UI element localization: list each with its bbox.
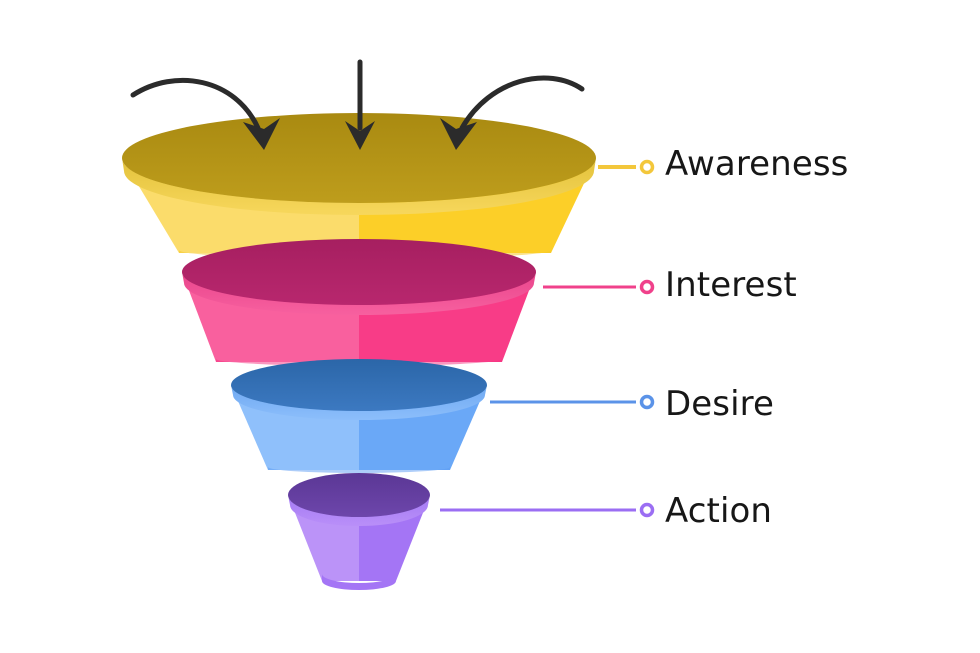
legend-dot-desire[interactable] bbox=[639, 394, 655, 410]
funnel-segment-interest[interactable] bbox=[182, 239, 536, 366]
legend-connectors bbox=[440, 165, 636, 512]
funnel-segment-action[interactable] bbox=[288, 473, 430, 590]
segment-top-surface-awareness bbox=[122, 113, 596, 203]
segment-rim-awareness bbox=[122, 158, 596, 215]
segment-rim-interest bbox=[182, 272, 536, 315]
legend-dot-action[interactable] bbox=[639, 502, 655, 518]
inflow-arrowheads bbox=[243, 118, 477, 150]
legend-label-awareness[interactable]: Awareness bbox=[665, 144, 849, 184]
arrowhead-left-icon bbox=[243, 118, 280, 150]
segment-rim-desire bbox=[231, 385, 487, 420]
legend-label-action[interactable]: Action bbox=[665, 491, 773, 531]
arrowhead-center-icon bbox=[345, 121, 375, 150]
arrow-right-curved-icon bbox=[459, 75, 585, 131]
arrow-left-curved-icon bbox=[130, 77, 261, 131]
arrowhead-right-icon bbox=[440, 118, 477, 150]
segment-bottom-action bbox=[322, 574, 396, 590]
segment-top-surface-action bbox=[288, 473, 430, 517]
legend-dots bbox=[639, 159, 655, 518]
legend-label-desire[interactable]: Desire bbox=[665, 384, 775, 424]
legend-dot-interest[interactable] bbox=[639, 279, 655, 295]
funnel-segment-awareness[interactable] bbox=[122, 113, 596, 260]
funnel-segment-desire[interactable] bbox=[231, 359, 487, 473]
segment-top-surface-interest bbox=[182, 239, 536, 305]
segment-rim-action bbox=[288, 495, 430, 526]
legend-label-interest[interactable]: Interest bbox=[665, 265, 797, 305]
inflow-arrows bbox=[130, 59, 585, 131]
segment-top-surface-desire bbox=[231, 359, 487, 411]
segment-bottom-desire bbox=[268, 467, 450, 473]
legend-dot-awareness[interactable] bbox=[639, 159, 655, 175]
